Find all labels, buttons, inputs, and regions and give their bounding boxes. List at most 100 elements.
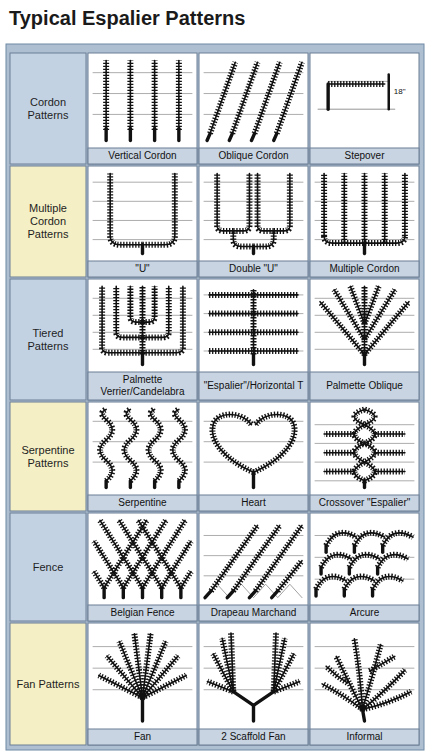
branch-line	[124, 409, 136, 480]
branch-line	[375, 452, 405, 454]
branch-line	[210, 62, 235, 133]
branch-line	[272, 591, 278, 598]
branch-line	[316, 577, 346, 590]
branch-line	[324, 431, 354, 437]
pattern-caption: Serpentine	[90, 497, 195, 509]
branch-line	[375, 431, 405, 437]
branch-line	[353, 546, 356, 553]
tree-drawing	[315, 533, 414, 596]
branch-line	[143, 286, 155, 322]
pattern-cell	[88, 166, 197, 277]
branch-line	[205, 584, 302, 597]
tree-drawing	[204, 290, 303, 365]
branch-line	[127, 60, 133, 130]
branch-line	[326, 533, 356, 546]
branch-line	[173, 409, 185, 480]
branch-line	[334, 290, 364, 339]
table-frame	[6, 44, 424, 750]
branch-line	[323, 173, 325, 236]
branch-line	[350, 286, 364, 323]
branch-line	[364, 173, 366, 243]
caption-band	[310, 729, 419, 745]
branch-line	[124, 409, 136, 480]
pattern-caption: Palmette Verrier/Candelabra	[90, 374, 195, 398]
branch-line	[119, 520, 162, 587]
pattern-caption: Multiple Cordon	[312, 263, 417, 275]
caption-band	[310, 261, 419, 277]
branch-line	[258, 173, 274, 230]
branch-line	[384, 173, 386, 243]
branch-line	[211, 525, 257, 591]
branch-line	[143, 286, 155, 322]
branch-line	[204, 313, 303, 314]
branch-line	[209, 311, 298, 317]
branch-line	[204, 689, 303, 690]
branch-line	[375, 471, 405, 473]
branch-line	[233, 525, 279, 591]
branch-line	[383, 533, 413, 546]
pattern-caption: Fan	[90, 731, 195, 743]
caption-band	[88, 495, 197, 511]
tree-drawing	[204, 173, 303, 253]
branch-line	[362, 692, 410, 710]
pattern-caption: Drapeau Marchand	[201, 607, 306, 619]
branch-line	[204, 462, 303, 463]
tree-drawing	[93, 286, 192, 364]
branch-line	[344, 577, 374, 590]
tree-drawing	[315, 173, 414, 253]
branch-line	[204, 294, 303, 295]
branch-line	[212, 415, 253, 473]
branch-line	[229, 134, 232, 141]
branch-line	[315, 668, 414, 669]
branch-line	[204, 93, 303, 94]
branch-line	[321, 173, 327, 236]
branch-line	[376, 567, 379, 574]
branch-line	[319, 567, 322, 574]
pattern-cell	[310, 623, 419, 745]
branch-line	[211, 525, 257, 591]
branch-line	[100, 520, 143, 587]
dimension-label: 18"	[394, 87, 406, 97]
branch-line	[209, 348, 298, 354]
branch-line	[387, 74, 390, 109]
branch-line	[130, 286, 142, 322]
branch-line	[253, 290, 255, 355]
branch-line	[143, 286, 183, 352]
branch-line	[204, 351, 303, 352]
caption-band	[88, 261, 197, 277]
branch-line	[255, 62, 280, 133]
pattern-cell	[88, 53, 197, 164]
branch-line	[207, 134, 210, 141]
branch-line	[258, 173, 274, 230]
branch-line	[362, 692, 410, 710]
tree-drawing	[93, 173, 192, 253]
branch-line	[354, 639, 362, 710]
tree-drawing	[94, 520, 191, 597]
caption-band	[88, 148, 197, 164]
branch-line	[160, 588, 163, 598]
pattern-caption: Heart	[201, 497, 306, 509]
caption-band	[199, 729, 308, 745]
branch-line	[110, 173, 142, 244]
branch-line	[100, 520, 143, 587]
branch-line	[324, 452, 354, 454]
branch-line	[209, 350, 298, 352]
branch-line	[204, 421, 303, 422]
branch-line	[103, 60, 109, 130]
caption-band	[310, 605, 419, 621]
tree-drawing	[93, 409, 192, 487]
branch-line	[232, 62, 257, 133]
branch-line	[274, 173, 290, 230]
branch-line	[143, 173, 175, 244]
branch-line	[349, 555, 379, 568]
branch-line	[314, 589, 317, 596]
category-cell	[10, 279, 86, 400]
branch-line	[371, 589, 374, 596]
branch-line	[233, 692, 253, 706]
pattern-cell	[310, 53, 419, 164]
branch-line	[404, 173, 406, 236]
branch-line	[354, 409, 374, 480]
branch-line	[176, 60, 182, 130]
branch-line	[375, 468, 405, 474]
